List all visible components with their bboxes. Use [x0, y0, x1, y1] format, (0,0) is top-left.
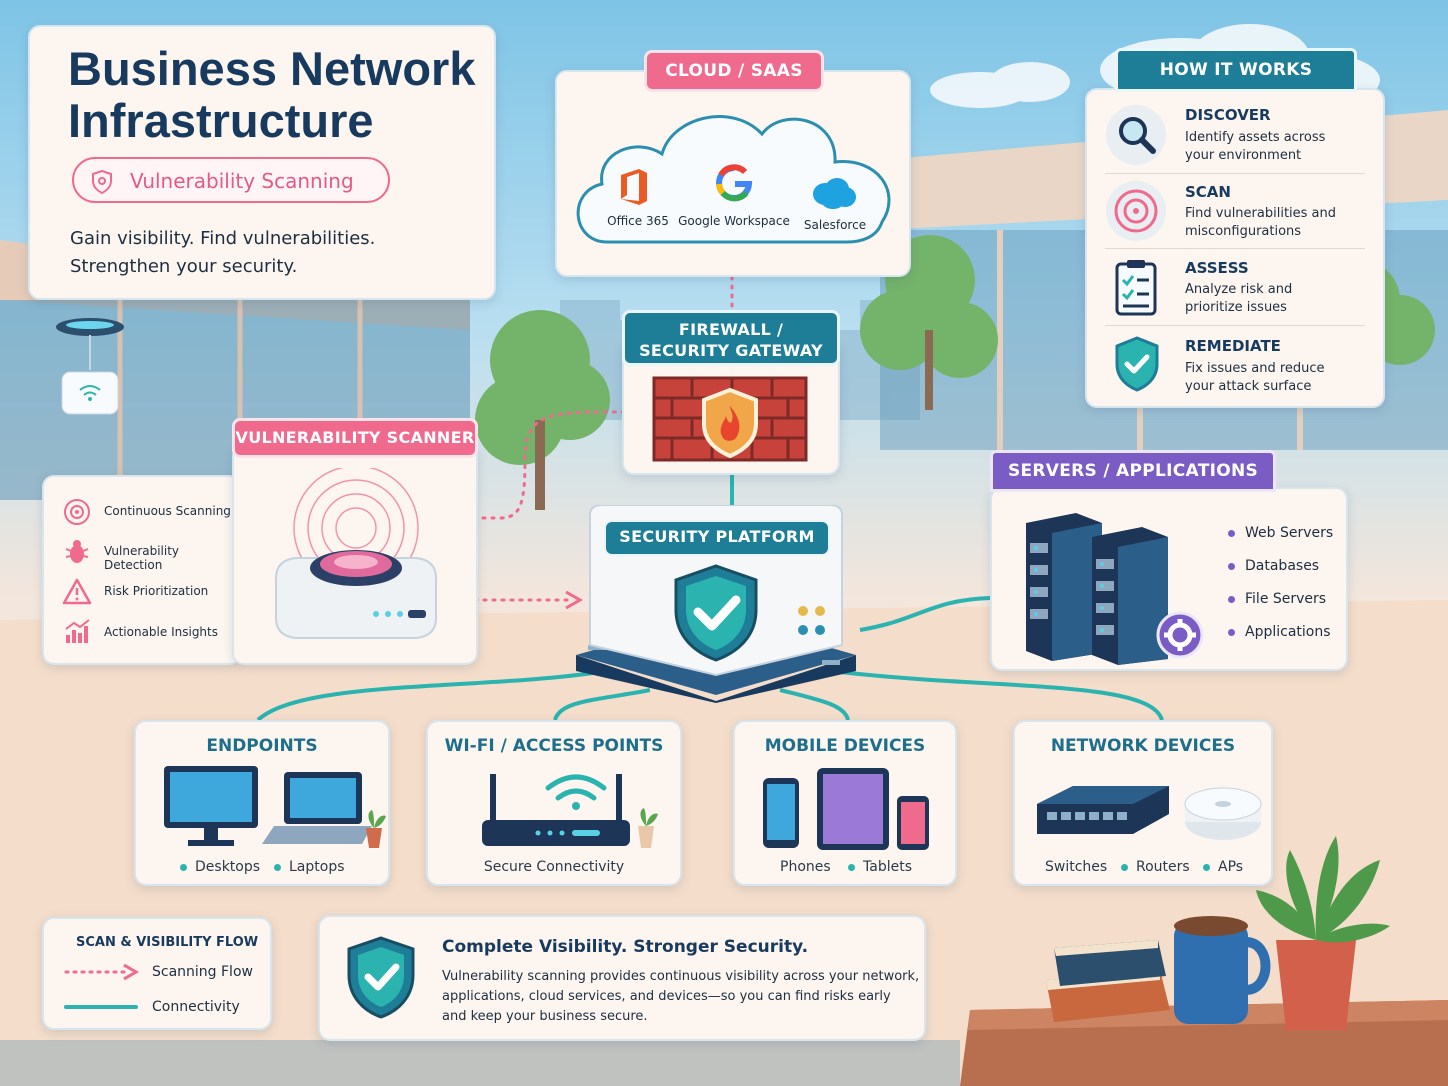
magnifier-icon	[1106, 105, 1166, 165]
salesforce-icon	[813, 178, 856, 209]
desktop-laptop-icon	[164, 766, 386, 848]
legend-card: SCAN & VISIBILITY FLOW Scanning Flow Con…	[42, 917, 272, 1030]
scanner-device-icon	[275, 468, 437, 639]
summary-card: Complete Visibility. Stronger Security. …	[318, 915, 926, 1041]
scanner-features-card: Continuous Scanning Vulnerability Detect…	[42, 475, 242, 665]
servers-applications-label: SERVERS / APPLICATIONS	[990, 450, 1276, 492]
endpoints-card: ENDPOINTS Desktops Laptops	[134, 720, 390, 886]
shield-check-icon	[674, 564, 758, 662]
step-assess-title: ASSESS	[1185, 259, 1249, 277]
cloud-saas-label: CLOUD / SAAS	[644, 50, 824, 92]
feature-continuous-scanning: Continuous Scanning	[104, 504, 231, 518]
network-item-routers: Routers	[1121, 859, 1190, 875]
shield-pin-icon	[92, 169, 112, 195]
mobile-devices-icon	[763, 768, 929, 850]
divider	[1105, 248, 1365, 249]
network-item-switches: Switches	[1045, 859, 1108, 875]
page-title: Business Network Infrastructure	[68, 42, 476, 147]
tagline: Gain visibility. Find vulnerabilities. S…	[70, 228, 376, 277]
feature-vulnerability-detection: Vulnerability Detection	[104, 544, 180, 572]
network-devices-card: NETWORK DEVICES Switches Routers APs	[1013, 720, 1273, 886]
summary-title: Complete Visibility. Stronger Security.	[442, 937, 809, 957]
ceiling-wifi-icon	[56, 318, 124, 415]
connectivity-swatch	[64, 1005, 138, 1009]
scanning-badge: Vulnerability Scanning	[72, 157, 390, 203]
google-icon	[716, 164, 753, 202]
mobile-item-tablets: Tablets	[848, 859, 912, 875]
wifi-title: WI-FI / ACCESS POINTS	[444, 736, 664, 756]
endpoints-title: ENDPOINTS	[206, 736, 318, 756]
server-rack-icon	[1026, 513, 1204, 665]
divider	[1105, 325, 1365, 326]
warning-icon	[62, 578, 92, 605]
wifi-router-icon	[482, 774, 658, 848]
network-devices-title: NETWORK DEVICES	[1050, 736, 1236, 756]
legend-title: SCAN & VISIBILITY FLOW	[76, 935, 259, 950]
google-workspace-label: Google Workspace	[678, 214, 790, 228]
feature-actionable-insights: Actionable Insights	[104, 625, 218, 639]
server-item-applications: Applications	[1228, 624, 1331, 640]
legend-connectivity: Connectivity	[152, 999, 240, 1015]
shield-check-icon	[1115, 336, 1159, 392]
scanning-flow-swatch	[64, 963, 139, 981]
summary-text: Vulnerability scanning provides continuo…	[442, 969, 920, 1024]
salesforce-label: Salesforce	[803, 218, 867, 232]
mobile-title: MOBILE DEVICES	[764, 736, 926, 756]
servers-card: Web Servers Databases File Servers Appli…	[990, 487, 1348, 671]
office365-label: Office 365	[607, 214, 669, 228]
security-platform-label: SECURITY PLATFORM	[604, 520, 830, 556]
vulnerability-scanner-label: VULNERABILITY SCANNER	[232, 418, 478, 458]
bug-icon	[65, 540, 89, 563]
target-icon	[1106, 181, 1166, 241]
title-card: Business Network Infrastructure Vulnerab…	[28, 25, 496, 300]
step-discover-title: DISCOVER	[1185, 106, 1271, 124]
target-icon	[64, 499, 90, 525]
wifi-caption: Secure Connectivity	[483, 859, 625, 875]
wifi-card: WI-FI / ACCESS POINTS Secure Connectivit…	[426, 720, 682, 886]
endpoint-item-desktops: Desktops	[180, 859, 260, 875]
bar-chart-icon	[65, 619, 90, 643]
clipboard-icon	[1115, 260, 1157, 316]
shield-check-icon	[347, 936, 415, 1019]
firewall-brick-icon	[652, 376, 808, 462]
divider	[1105, 173, 1365, 174]
mobile-item-phones: Phones	[780, 859, 831, 875]
mobile-card: MOBILE DEVICES Phones Tablets	[733, 720, 957, 886]
legend-scanning-flow: Scanning Flow	[152, 964, 253, 980]
step-scan-title: SCAN	[1185, 183, 1231, 201]
cloud-saas-card: Office 365 Google Workspace Salesforce	[555, 70, 911, 277]
firewall-label: FIREWALL / SECURITY GATEWAY	[622, 310, 840, 366]
network-item-aps: APs	[1203, 859, 1243, 875]
feature-risk-prioritization: Risk Prioritization	[104, 584, 209, 598]
status-lights-icon	[798, 606, 825, 635]
step-remediate-title: REMEDIATE	[1185, 337, 1281, 355]
how-it-works-label: HOW IT WORKS	[1115, 48, 1357, 92]
cloud-shape	[576, 115, 891, 244]
office365-icon	[621, 169, 647, 205]
server-item-databases: Databases	[1228, 558, 1319, 574]
desk-decor	[1046, 836, 1390, 1030]
server-item-file: File Servers	[1228, 591, 1326, 607]
switch-router-icon	[1037, 786, 1262, 840]
server-item-web: Web Servers	[1228, 525, 1333, 541]
endpoint-item-laptops: Laptops	[274, 859, 345, 875]
